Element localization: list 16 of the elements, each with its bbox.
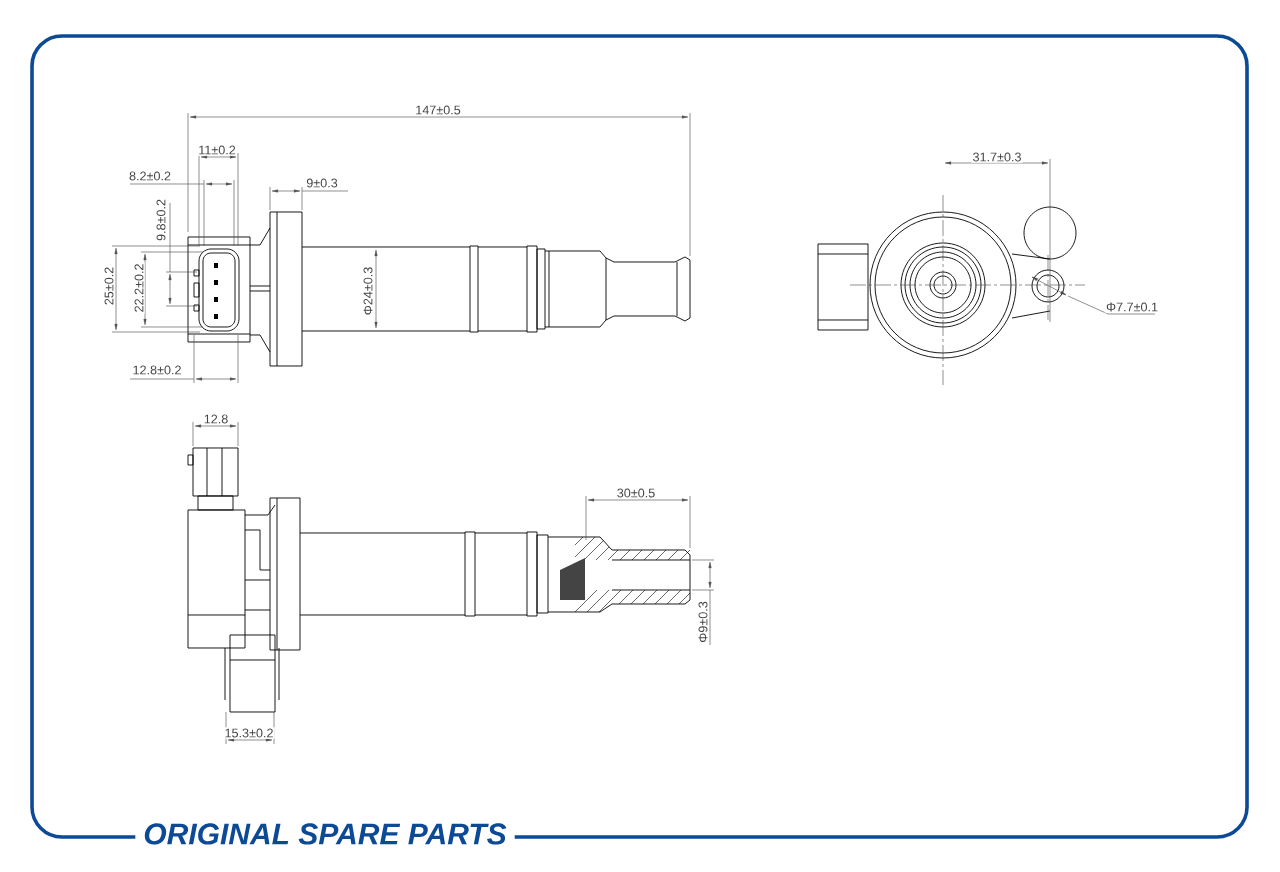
dimension-label: 12.8 (202, 413, 230, 425)
dimension-label: 11±0.2 (197, 144, 237, 156)
dimension-label: Φ9±0.3 (697, 600, 709, 644)
dimension-label: 8.2±0.2 (127, 170, 173, 182)
dimension-label: 22.2±0.2 (133, 262, 145, 314)
dimension-label: 9±0.3 (305, 177, 339, 189)
dimension-label: Φ7.7±0.1 (1104, 301, 1160, 313)
dimension-label: 25±0.2 (103, 265, 115, 307)
dimension-label: 147±0.5 (414, 104, 462, 116)
dimension-label: 15.3±0.2 (223, 727, 275, 739)
dimension-label: Φ24±0.3 (362, 265, 374, 317)
slogan-text: ORIGINAL SPARE PARTS (135, 821, 515, 847)
dimension-label: 31.7±0.3 (971, 151, 1023, 163)
dimension-label: 30±0.5 (615, 487, 657, 499)
dimension-label: 12.8±0.2 (131, 364, 183, 376)
dimension-label: 9.8±0.2 (155, 197, 167, 243)
